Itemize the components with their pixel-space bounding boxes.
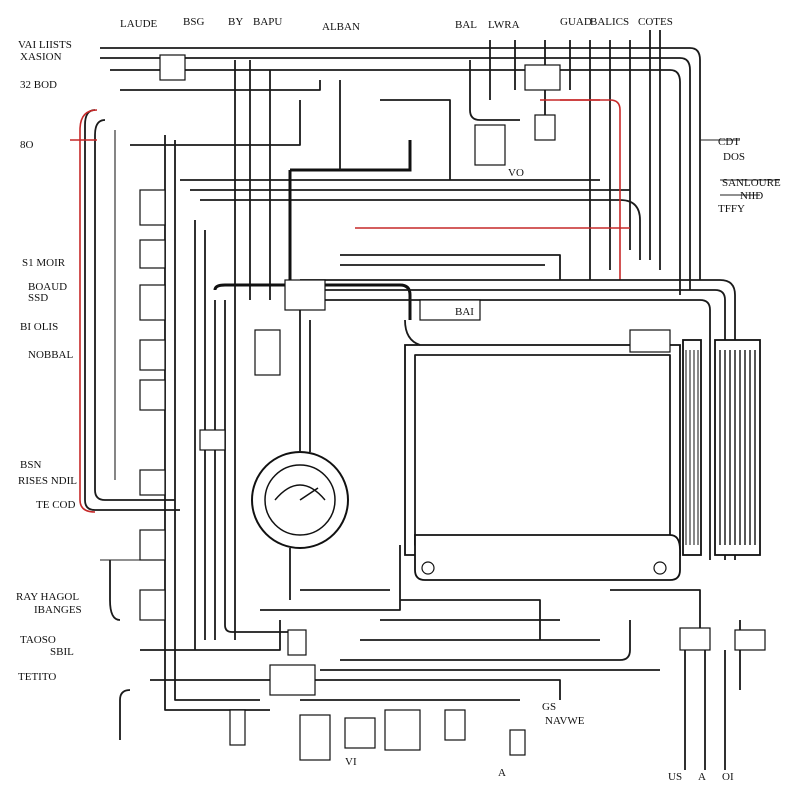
label-top-9: BALICS xyxy=(590,16,629,28)
label-left-7: SSD xyxy=(28,292,48,304)
label-left-12: TE COD xyxy=(36,499,75,511)
label-top-5: ALBAN xyxy=(322,21,360,33)
labels: LAUDE BSG BY BAPU ALBAN BAL LWRA GUAD BA… xyxy=(16,16,781,783)
label-top-3: BY xyxy=(228,16,243,28)
label-left-3: 32 BOD xyxy=(20,79,57,91)
components xyxy=(139,54,766,770)
label-top-1: LAUDE xyxy=(120,18,158,30)
label-bottom-1: GS xyxy=(542,701,556,713)
label-top-7: LWRA xyxy=(488,19,520,31)
main-module xyxy=(404,299,681,581)
label-left-13: RAY HAGOL xyxy=(16,591,79,603)
label-right-2: DOS xyxy=(723,151,745,163)
label-left-10: BSN xyxy=(20,459,41,471)
label-top-4: BAPU xyxy=(253,16,282,28)
label-top-8: GUAD xyxy=(560,16,592,28)
label-left-9: NOBBAL xyxy=(28,349,74,361)
label-bottom-4: A xyxy=(698,771,706,783)
label-left-14: IBANGES xyxy=(34,604,82,616)
label-bottom-6: VI xyxy=(345,756,357,768)
right-coil xyxy=(682,339,761,556)
label-top-10: COTES xyxy=(638,16,673,28)
label-right-3: SANLOURE xyxy=(722,177,781,189)
pump-gauge xyxy=(251,310,349,600)
label-bottom-3: US xyxy=(668,771,682,783)
label-left-17: TETITO xyxy=(18,671,56,683)
label-mid-2: BAI xyxy=(455,306,474,318)
central-bus xyxy=(213,254,741,701)
outer-harness xyxy=(84,30,780,740)
label-left-6: BOAUD xyxy=(28,281,67,293)
label-left-16: SBIL xyxy=(50,646,74,658)
label-left-15: TAOSO xyxy=(20,634,56,646)
label-left-5: S1 MOIR xyxy=(22,257,66,269)
label-left-2: XASION xyxy=(20,51,62,63)
label-bottom-2: NAVWE xyxy=(545,715,585,727)
label-left-1: VAI LIISTS xyxy=(18,39,72,51)
label-left-8: BI OLIS xyxy=(20,321,58,333)
label-right-5: TFFY xyxy=(718,203,745,215)
red-signal-wires xyxy=(70,99,630,513)
label-top-2: BSG xyxy=(183,16,204,28)
label-left-11: RISES NDIL xyxy=(18,475,77,487)
label-right-4: NIID xyxy=(740,190,763,202)
label-top-6: BAL xyxy=(455,19,477,31)
label-bottom-5: OI xyxy=(722,771,734,783)
label-left-4: 8O xyxy=(20,139,34,151)
label-right-1: CDT xyxy=(718,136,740,148)
label-bottom-7: A xyxy=(498,767,506,779)
label-mid-1: VO xyxy=(508,167,524,179)
